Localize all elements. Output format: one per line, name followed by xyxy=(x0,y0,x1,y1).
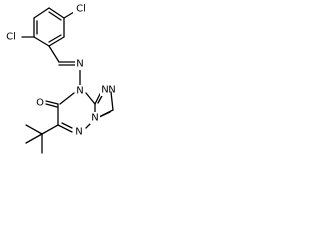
bond xyxy=(45,103,58,108)
bond xyxy=(110,91,114,111)
bond xyxy=(57,124,73,133)
benzene-ring xyxy=(33,7,65,47)
atom-label-nitrogen: N xyxy=(76,59,83,70)
structure-canvas: Cl Cl N O N N N N N xyxy=(0,0,116,170)
atom-label-nitrogen: N xyxy=(75,127,82,138)
bond xyxy=(48,36,65,47)
bond xyxy=(33,7,50,19)
bond xyxy=(45,100,59,105)
atom-label-oxygen: O xyxy=(36,98,44,109)
bond xyxy=(33,36,50,47)
bond xyxy=(48,11,62,21)
bond xyxy=(48,34,62,43)
atom-label-chlorine: Cl xyxy=(76,4,86,15)
tert-butyl-group xyxy=(25,124,59,154)
atom-label-nitrogen: N xyxy=(76,86,83,97)
bond xyxy=(61,122,73,129)
bond xyxy=(63,11,75,19)
atom-label-nitrogen: N xyxy=(108,85,115,96)
bond xyxy=(59,92,75,105)
atom-label-nitrogen: N xyxy=(91,113,98,124)
atom-label-chlorine: Cl xyxy=(6,32,16,43)
bond xyxy=(25,133,43,144)
bond xyxy=(48,45,60,63)
atom-label-nitrogen: N xyxy=(101,85,108,96)
molecule-diagram: Cl Cl N O N N N N N xyxy=(3,3,116,154)
bond xyxy=(48,7,65,19)
bond xyxy=(25,124,43,135)
bond xyxy=(41,124,59,135)
bond xyxy=(85,92,96,105)
